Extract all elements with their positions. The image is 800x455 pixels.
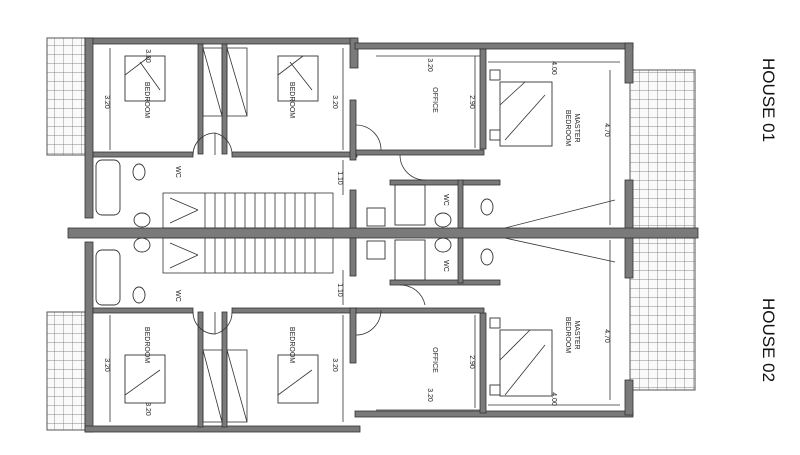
house-01-label: HOUSE 01	[759, 57, 778, 143]
outer-walls	[67, 37, 699, 433]
room-label-wc-3: WC	[442, 194, 449, 206]
room-label-master-2b: BEDROOM	[564, 317, 571, 353]
stairs	[162, 192, 334, 274]
room-label-master-1b: BEDROOM	[564, 110, 571, 146]
room-label-office-1: OFFICE	[431, 87, 438, 113]
dim-label: 1.10	[336, 283, 343, 297]
room-label-bedroom-1: BEDROOM	[143, 82, 150, 118]
dim-label: 4.00	[550, 61, 557, 75]
room-label-bedroom-3: BEDROOM	[143, 327, 150, 363]
balcony-left-bottom	[46, 311, 86, 431]
dim-label: 2.90	[468, 355, 475, 369]
room-label-master-1a: MASTER	[573, 113, 580, 142]
room-label-wc-1: WC	[174, 166, 181, 178]
room-label-master-2a: MASTER	[573, 320, 580, 349]
doors	[192, 124, 426, 336]
house-02-label: HOUSE 02	[759, 297, 778, 383]
dim-label: 1.10	[336, 171, 343, 185]
room-label-bedroom-4: BEDROOM	[288, 327, 295, 363]
dim-label: 3.20	[426, 58, 433, 72]
beds	[124, 55, 553, 404]
dim-label: 3.20	[331, 358, 338, 372]
dim-label: 4.70	[603, 123, 610, 137]
room-label-wc-4: WC	[442, 260, 449, 272]
room-label-bedroom-2: BEDROOM	[288, 82, 295, 118]
bath-fixtures	[95, 159, 616, 306]
room-label-wc-2: WC	[174, 290, 181, 302]
dim-label: 4.70	[603, 329, 610, 343]
dim-label: 4.00	[550, 392, 557, 406]
dim-label: 3.20	[426, 388, 433, 402]
dimension-lines	[109, 48, 620, 422]
balcony-right-top	[629, 69, 696, 231]
dim-label: 3.20	[144, 49, 151, 63]
dim-label: 3.20	[144, 402, 151, 416]
dim-label: 3.20	[103, 358, 110, 372]
dim-label: 3.20	[103, 95, 110, 109]
room-label-office-2: OFFICE	[431, 347, 438, 373]
closets	[202, 47, 248, 423]
balcony-right-bottom	[629, 237, 696, 391]
dim-label: 2.90	[468, 95, 475, 109]
balcony-left-top	[46, 37, 86, 156]
dim-label: 3.20	[331, 95, 338, 109]
